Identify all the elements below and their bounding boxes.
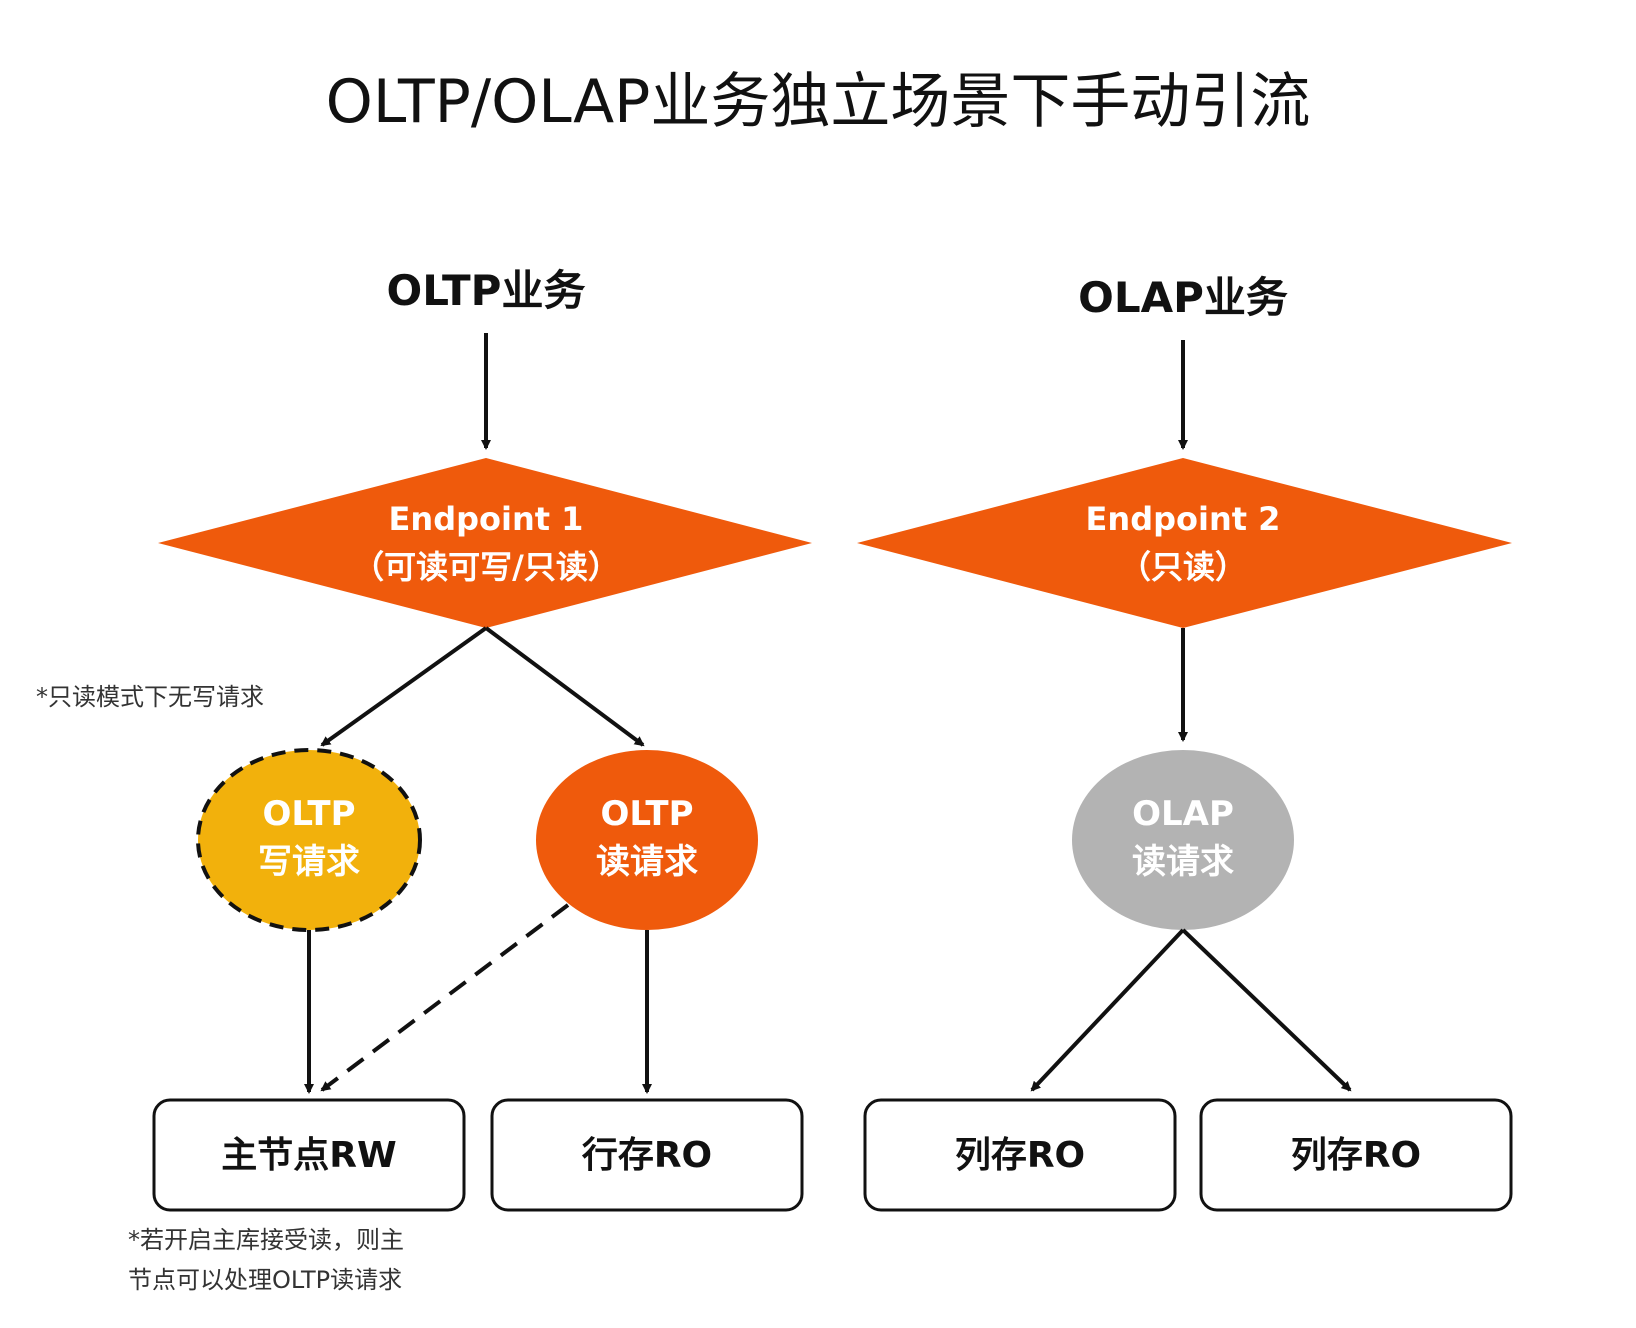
olap-read-request-label: OLAP <box>1132 794 1234 834</box>
readonly-note: *只读模式下无写请求 <box>36 683 264 711</box>
primary-read-note-line1: *若开启主库接受读，则主 <box>128 1226 404 1254</box>
endpoint-1-mode: （可读可写/只读） <box>352 548 620 586</box>
olap-read-request-type: 读请求 <box>1132 842 1234 882</box>
olap-read-request-node <box>1072 750 1294 930</box>
endpoint-1-label: Endpoint 1 <box>389 500 584 538</box>
page-title: OLTP/OLAP业务独立场景下手动引流 <box>326 67 1311 137</box>
row-store-ro-box <box>490 1098 804 1212</box>
primary-rw-box <box>152 1098 466 1212</box>
endpoint-2-label: Endpoint 2 <box>1086 500 1281 538</box>
olap-group-title: OLAP业务 <box>1078 273 1288 322</box>
column-store-ro-box-2 <box>1199 1098 1513 1212</box>
oltp-group-title: OLTP业务 <box>387 266 586 315</box>
oltp-read-request-node <box>536 750 758 930</box>
column-store-ro-label-1: 列存RO <box>955 1135 1085 1176</box>
olap-to-column-ro-1-arrow <box>1030 928 1185 1092</box>
row-store-ro-label: 行存RO <box>582 1135 712 1176</box>
olap-to-column-ro-2-arrow <box>1181 928 1352 1092</box>
read-to-primary-dashed-arrow <box>320 903 570 1092</box>
oltp-read-request-label: OLTP <box>600 794 693 834</box>
endpoint-2-mode: （只读） <box>1119 548 1247 586</box>
endpoint-1-to-write-arrow <box>320 626 488 747</box>
endpoint-2-diamond <box>857 458 1512 628</box>
column-store-ro-label-2: 列存RO <box>1291 1135 1421 1176</box>
oltp-write-request-type: 写请求 <box>258 842 360 882</box>
primary-read-note-line2: 节点可以处理OLTP读请求 <box>128 1266 402 1294</box>
column-store-ro-box-1 <box>863 1098 1177 1212</box>
oltp-read-request-type: 读请求 <box>596 842 698 882</box>
oltp-write-request-node <box>196 748 422 932</box>
endpoint-1-to-read-arrow <box>484 626 645 747</box>
primary-rw-label: 主节点RW <box>221 1135 396 1176</box>
endpoint-1-diamond <box>158 458 812 628</box>
oltp-write-request-label: OLTP <box>262 794 355 834</box>
